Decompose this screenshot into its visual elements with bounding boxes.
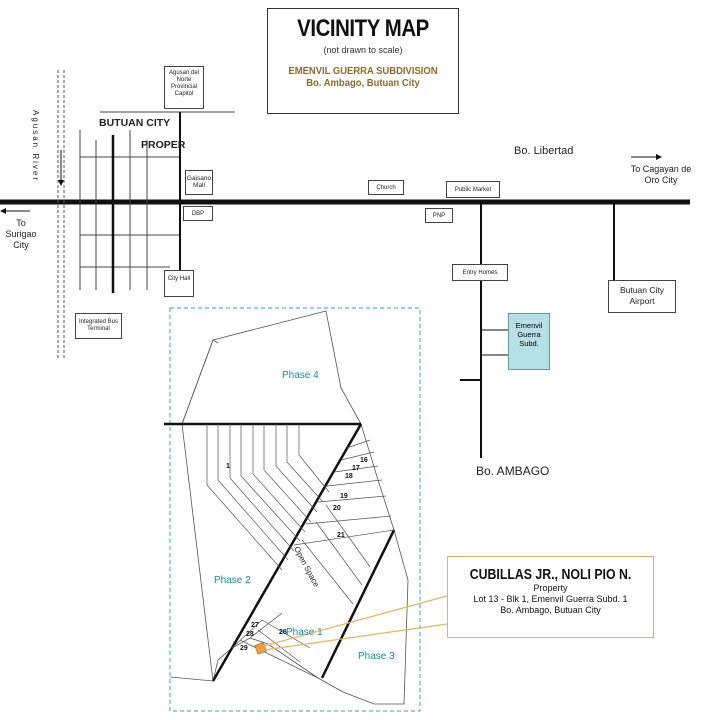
lot-number: 21 — [337, 532, 345, 539]
lot-lines-west — [206, 424, 330, 571]
owner-name: CUBILLAS JR., NOLI PIO N. — [469, 567, 632, 583]
label-proper: PROPER — [141, 139, 186, 151]
callout-line-1 — [263, 595, 448, 647]
owner-lot: Lot 13 - Blk 1, Emenvil Guerra Subd. 1 — [473, 594, 628, 604]
owner-property: Property — [533, 583, 568, 593]
callout-line-2 — [263, 623, 448, 651]
landmark-entry-homes: Entry Homes — [452, 264, 508, 281]
phase-1-label: Phase 1 — [286, 627, 323, 638]
label-butuan-city: BUTUAN CITY — [99, 117, 171, 129]
phase1-lots — [231, 612, 319, 679]
phase-3-label: Phase 3 — [358, 651, 395, 662]
lot-number: 19 — [340, 493, 348, 500]
label-to-surigao: To Surigao City — [5, 218, 37, 250]
subd-phase3-road — [320, 529, 396, 679]
scale-note: (not drawn to scale) — [323, 45, 403, 55]
lot-number: 28 — [246, 631, 254, 638]
subdivision-name: EMENVIL GUERRA SUBDIVISION — [288, 65, 438, 77]
landmark-church: Church — [368, 180, 404, 195]
lot-number: 18 — [345, 473, 353, 480]
subdivision-location: Bo. Ambago, Butuan City — [306, 77, 420, 89]
landmark-pnp: PNP — [425, 208, 453, 223]
landmark-gaisano: Gaisano Mall — [185, 170, 213, 195]
lot-number: 20 — [333, 505, 341, 512]
map-title: VICINITY MAP — [297, 15, 429, 42]
lot-number: 16 — [360, 457, 368, 464]
lot-13-highlight — [254, 642, 267, 655]
phase-2-label: Phase 2 — [214, 575, 251, 586]
landmark-capitol: Agusan del Norte Provincial Capitol — [164, 66, 204, 109]
landmark-public-market: Public Market — [446, 181, 500, 198]
phase-4-label: Phase 4 — [282, 370, 319, 381]
label-river: Agusan River — [31, 110, 40, 183]
lot-number: 17 — [352, 465, 360, 472]
subd-diagonal-road — [211, 423, 363, 682]
owner-callout: CUBILLAS JR., NOLI PIO N. Property Lot 1… — [447, 556, 654, 638]
lot-number: 1 — [226, 463, 230, 470]
landmark-dbp: DBP — [183, 206, 213, 221]
river-arrow-head — [58, 180, 64, 186]
lot-number: 27 — [251, 622, 259, 629]
owner-address: Bo. Ambago, Butuan City — [500, 605, 601, 615]
title-box: VICINITY MAP (not drawn to scale) EMENVI… — [267, 8, 459, 114]
label-libertad: Bo. Libertad — [514, 145, 574, 157]
lot-lines-east — [293, 439, 395, 605]
landmark-airport: Butuan City Airport — [608, 280, 676, 313]
label-to-cdo: To Cagayan de Oro City — [630, 164, 692, 185]
lot-number: 26 — [279, 629, 287, 636]
landmark-subdivision: Emenvil Guerra Subd. — [508, 313, 550, 370]
city-grid — [79, 130, 180, 290]
lot-number: 29 — [240, 645, 248, 652]
label-ambago: Bo. AMBAGO — [476, 464, 550, 478]
subdivision-inset-frame — [169, 307, 421, 712]
landmark-terminal: Integrated Bus Terminal — [75, 313, 122, 339]
landmark-city-hall: City Hall — [164, 270, 194, 297]
